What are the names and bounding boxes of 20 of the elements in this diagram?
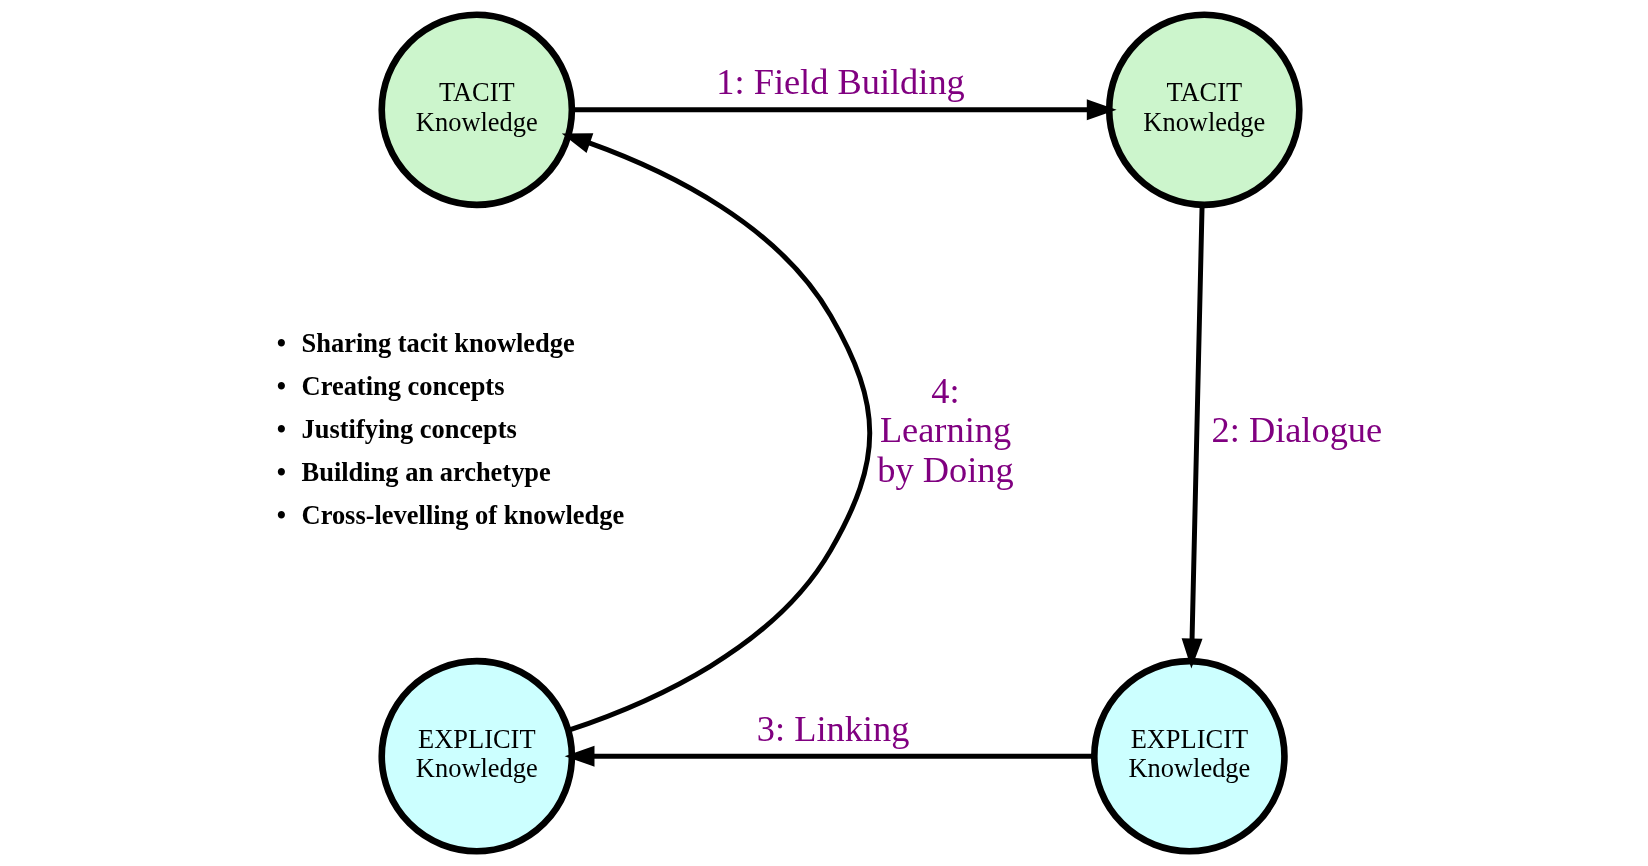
node-circle: EXPLICIT Knowledge [1091,657,1288,855]
node-circle: EXPLICIT Knowledge [378,657,576,855]
label: • [276,370,287,401]
edge-label: 4: Learning by Doing [877,370,1014,490]
label: Cross-levelling of knowledge [301,499,625,530]
node-circle: TACIT Knowledge [1105,11,1303,209]
label: Creating concepts [301,370,505,401]
label: Justifying concepts [301,413,517,444]
node-circle: TACIT Knowledge [378,11,576,209]
label: Building an archetype [301,456,551,487]
label: • [276,327,287,358]
label: • [276,456,287,487]
arrow [561,133,872,733]
edge-label: 2: Dialogue [1211,410,1383,451]
label: • [276,413,287,444]
label: • [276,499,287,530]
label: Sharing tacit knowledge [301,327,575,358]
edge-label: 1: Field Building [716,62,965,103]
edge-label: 3: Linking [756,708,910,749]
arrow [564,745,1094,767]
